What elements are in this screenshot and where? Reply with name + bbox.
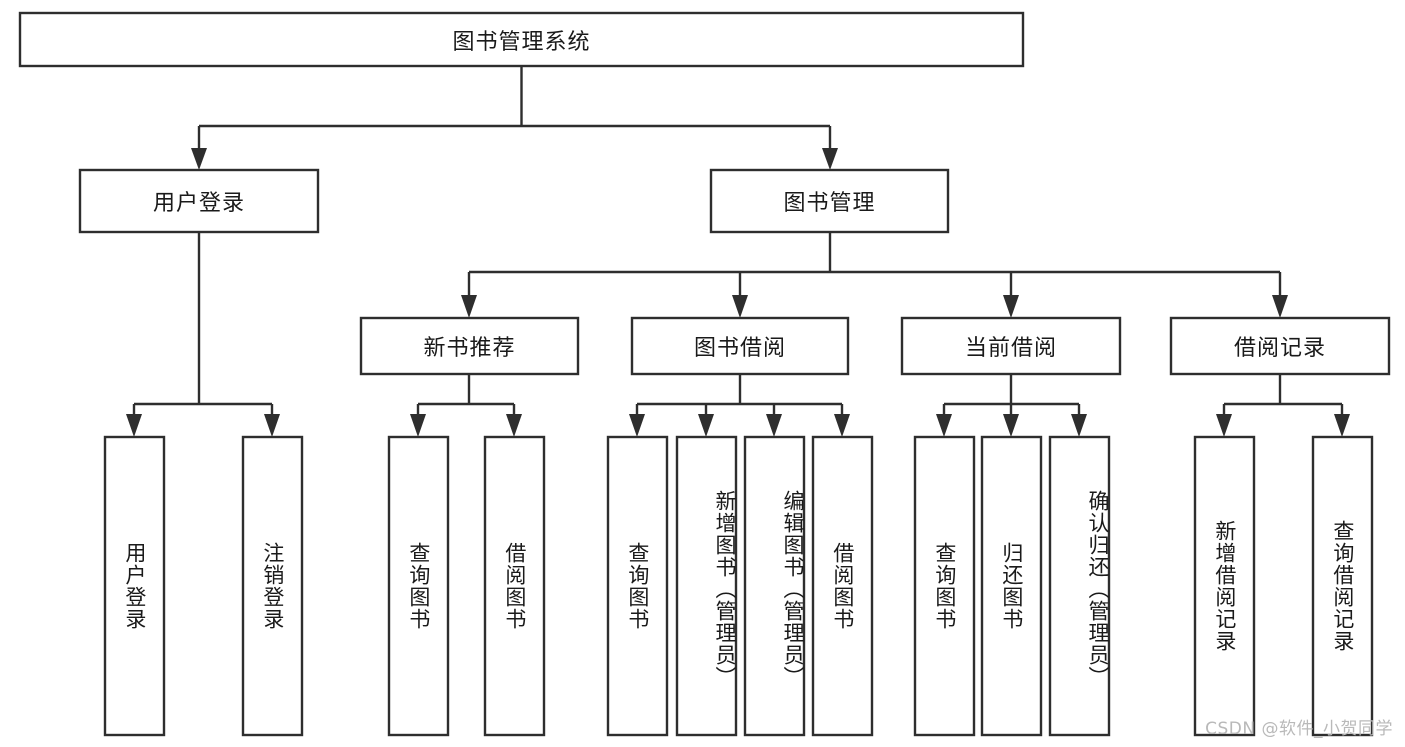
arrowhead-nb-leaf1 (410, 414, 426, 437)
node-box-user-login[interactable] (78, 168, 320, 234)
leaf-box-user-login[interactable] (103, 435, 166, 737)
node-box-book-manage[interactable] (709, 168, 950, 234)
node-box-root[interactable] (18, 11, 1025, 68)
connector-group-newbook (410, 374, 522, 437)
leaf-box-cb-query-book[interactable] (913, 435, 976, 737)
node-box-current-borrow[interactable] (900, 316, 1122, 376)
leaf-box-cb-return-book[interactable] (980, 435, 1043, 737)
connector-group-root (191, 66, 838, 170)
arrowhead-bb-leaf1 (629, 414, 645, 437)
arrowhead-cb-leaf3 (1071, 414, 1087, 437)
leaf-box-br-query-record[interactable] (1311, 435, 1374, 737)
arrowhead-bb-leaf2 (698, 414, 714, 437)
arrowhead-br-leaf1 (1216, 414, 1232, 437)
leaf-box-logout[interactable] (241, 435, 304, 737)
arrowhead-leaf-user-login (126, 414, 142, 437)
node-box-borrow-record[interactable] (1169, 316, 1391, 376)
arrowhead-newbook (461, 295, 477, 318)
connector-group-currentborrow (936, 374, 1087, 437)
leaf-box-cb-confirm-return[interactable] (1048, 435, 1111, 737)
leaf-box-nb-borrow-book[interactable] (483, 435, 546, 737)
arrowhead-bb-leaf4 (834, 414, 850, 437)
arrowhead-book-manage (822, 148, 838, 170)
leaf-box-bb-edit-book[interactable] (743, 435, 806, 737)
arrowhead-nb-leaf2 (506, 414, 522, 437)
leaf-box-bb-query-book[interactable] (606, 435, 669, 737)
connector-group-bookborrow (629, 374, 850, 437)
arrowhead-record (1272, 295, 1288, 318)
leaf-box-nb-query-book[interactable] (387, 435, 450, 737)
arrowhead-borrow (732, 295, 748, 318)
arrowhead-cb-leaf1 (936, 414, 952, 437)
arrowhead-br-leaf2 (1334, 414, 1350, 437)
arrowhead-bb-leaf3 (766, 414, 782, 437)
leaf-box-bb-borrow-book[interactable] (811, 435, 874, 737)
arrowhead-cb-leaf2 (1003, 414, 1019, 437)
leaf-box-br-add-record[interactable] (1193, 435, 1256, 737)
arrowhead-user-login (191, 148, 207, 170)
node-box-new-book-recommend[interactable] (359, 316, 580, 376)
connector-group-book-manage (461, 232, 1288, 318)
arrowhead-leaf-logout (264, 414, 280, 437)
node-box-book-borrow[interactable] (630, 316, 850, 376)
leaf-box-bb-add-book[interactable] (675, 435, 738, 737)
connector-group-borrowrecord (1216, 374, 1350, 437)
arrowhead-current (1003, 295, 1019, 318)
connector-group-user-login (126, 232, 280, 437)
